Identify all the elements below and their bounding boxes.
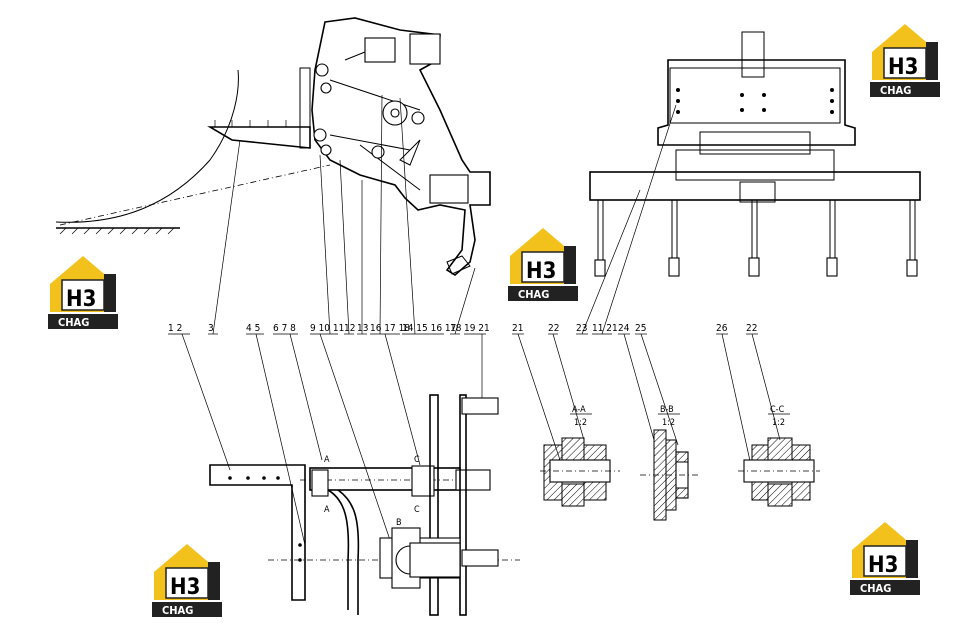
callout-row-top: 1 2 3 4 5 6 7 8 9 10 11 12 13 16 17 18 1…: [168, 323, 490, 334]
section-mark-b: B: [396, 518, 402, 528]
section-mark-a-bottom: A: [324, 505, 330, 515]
logo-caption: CHAG: [162, 604, 193, 617]
logo-mark: H3: [66, 287, 96, 312]
logo-watermark-1: H3 CHAG: [869, 23, 941, 98]
callout-23: 23: [576, 323, 587, 334]
logo-mark: H3: [888, 55, 918, 80]
callout-19-21: 19 21: [464, 323, 490, 334]
callout-13: 13: [357, 323, 368, 334]
logo-mark: H3: [170, 575, 200, 600]
callout-11-21: 11 21: [592, 323, 618, 334]
section-a-title: A-A: [572, 405, 586, 415]
logo-mark: H3: [868, 553, 898, 578]
plan-view: [209, 394, 520, 616]
logo-watermark-5: H3 CHAG: [849, 521, 921, 596]
logo-watermark-2: H3 CHAG: [507, 227, 579, 302]
section-c-title: C-C: [770, 405, 785, 415]
callout-22: 22: [548, 323, 559, 334]
callout-4-5: 4 5: [246, 323, 260, 334]
leader-lines: [168, 94, 781, 546]
logo-caption: CHAG: [860, 582, 891, 595]
callout-14-15-16-17: 14 15 16 17: [402, 323, 456, 334]
section-mark-a-top: A: [324, 455, 330, 465]
section-a-a: A-A 1:2: [540, 405, 620, 507]
callout-row-right: 21 22 23 11 21 24 25 26 22: [512, 323, 757, 334]
section-c-scale: 1:2: [772, 418, 785, 428]
logo-watermark-3: H3 CHAG: [47, 255, 119, 330]
logo-caption: CHAG: [58, 316, 89, 329]
section-markers: A A B C C: [324, 455, 420, 528]
section-mark-c-bottom: C: [414, 505, 420, 515]
callout-12: 12: [344, 323, 355, 334]
logo-mark: H3: [526, 259, 556, 284]
callout-1-2: 1 2: [168, 323, 182, 334]
callout-3: 3: [208, 323, 214, 334]
section-c-c: C-C 1:2: [738, 405, 820, 507]
callout-22b: 22: [746, 323, 757, 334]
callout-6-7-8: 6 7 8: [273, 323, 296, 334]
callout-25: 25: [635, 323, 646, 334]
logo-watermark-4: H3 CHAG: [151, 543, 223, 618]
front-view: [589, 31, 921, 277]
callout-24: 24: [618, 323, 630, 334]
callout-18: 18: [450, 323, 462, 334]
section-b-scale: 1:2: [662, 418, 675, 428]
section-b-b: B-B 1:2: [640, 405, 700, 521]
section-a-scale: 1:2: [574, 418, 587, 428]
callout-26: 26: [716, 323, 728, 334]
side-view: [55, 17, 491, 276]
section-mark-c-top: C: [414, 455, 420, 465]
logo-caption: CHAG: [518, 288, 549, 301]
callout-16-17-18: 16 17 18: [370, 323, 410, 334]
section-b-title: B-B: [660, 405, 674, 415]
callout-9-10-11: 9 10 11: [310, 323, 344, 334]
callout-21: 21: [512, 323, 523, 334]
logo-caption: CHAG: [880, 84, 911, 97]
